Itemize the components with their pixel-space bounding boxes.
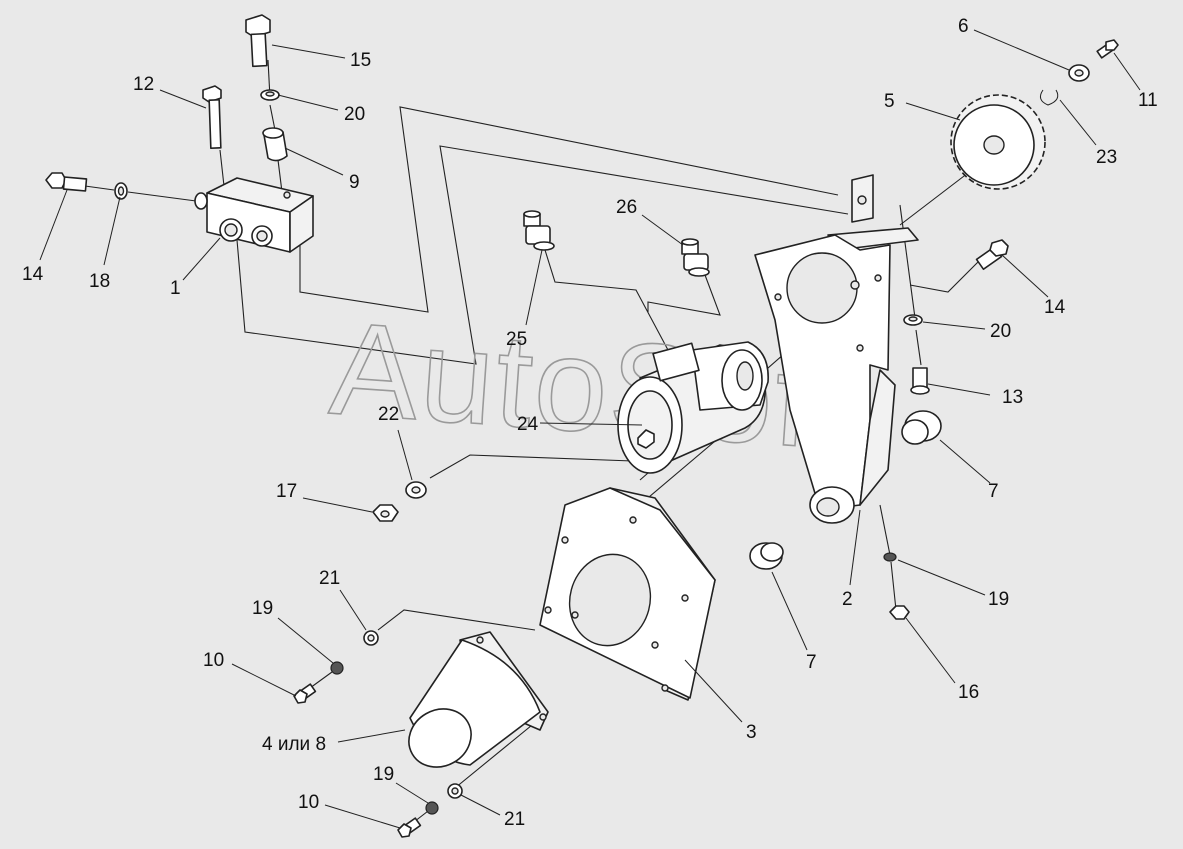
- part-20-washer-right: [903, 314, 923, 326]
- callout-5: 5: [884, 91, 895, 112]
- callout-24: 24: [517, 414, 539, 435]
- callout-7-right: 7: [988, 481, 999, 502]
- part-4-or-8-cover: [408, 631, 549, 768]
- callout-2: 2: [842, 589, 853, 610]
- part-15-bolt: [245, 14, 271, 68]
- callout-21-lower: 21: [504, 809, 525, 830]
- part-26-fitting: [681, 238, 710, 277]
- callout-6: 6: [958, 16, 969, 37]
- part-13-bolt: [910, 367, 930, 395]
- part-24-hydraulic-motor: [617, 341, 769, 474]
- part-16-nut: [889, 605, 910, 620]
- callout-19-lower-left: 19: [373, 764, 394, 785]
- part-10-bolt-upper: [293, 683, 317, 704]
- part-18-washer: [114, 182, 128, 200]
- part-19-washer-left-upper: [330, 661, 344, 675]
- part-14-bolt-left: [45, 172, 88, 192]
- callout-15: 15: [350, 50, 371, 71]
- callout-17: 17: [276, 481, 297, 502]
- part-23-retaining-ring: [1039, 89, 1059, 106]
- callout-4-or-8: 4 или 8: [262, 734, 326, 755]
- part-14-bolt-right: [975, 239, 1009, 271]
- callout-19-upper-left: 19: [252, 598, 273, 619]
- part-5-gear: [950, 94, 1046, 190]
- callout-26: 26: [616, 197, 637, 218]
- callout-14-left: 14: [22, 264, 44, 285]
- part-1-valve-block: [194, 177, 314, 253]
- callout-7-lower: 7: [806, 652, 817, 673]
- callout-20-top: 20: [344, 104, 365, 125]
- callout-21-upper: 21: [319, 568, 340, 589]
- callout-23: 23: [1096, 147, 1117, 168]
- part-22-washer: [405, 481, 427, 499]
- callout-1: 1: [170, 278, 181, 299]
- callout-22: 22: [378, 404, 399, 425]
- callout-19-right: 19: [988, 589, 1009, 610]
- part-17-nut: [372, 504, 399, 522]
- callout-25: 25: [506, 329, 527, 350]
- part-25-fitting: [523, 210, 555, 251]
- callout-9: 9: [349, 172, 360, 193]
- part-21-washer-upper: [363, 630, 379, 646]
- part-12-bolt: [202, 85, 222, 149]
- part-21-washer-lower: [447, 783, 463, 799]
- part-2-bracket: [754, 174, 919, 524]
- part-3-mounting-plate: [539, 487, 716, 701]
- callout-10-lower: 10: [298, 792, 319, 813]
- callout-labels: 15 20 9 12 14 18 1 6 11 23 5 14 20 13 7 …: [22, 16, 1158, 830]
- callout-13: 13: [1002, 387, 1023, 408]
- callout-18: 18: [89, 271, 110, 292]
- part-19-washer-right: [883, 552, 897, 562]
- callout-3: 3: [746, 722, 757, 743]
- part-10-bolt-lower: [397, 817, 422, 838]
- callout-12: 12: [133, 74, 154, 95]
- callout-11: 11: [1138, 90, 1158, 111]
- part-20-washer-top: [260, 89, 280, 101]
- callout-10-upper: 10: [203, 650, 224, 671]
- part-9-bushing: [262, 127, 288, 162]
- callout-20-right: 20: [990, 321, 1011, 342]
- part-7-bushing-lower: [749, 542, 784, 570]
- callout-leaders: [39, 29, 1141, 829]
- callout-14-right: 14: [1044, 297, 1066, 318]
- part-7-bushing-upper: [901, 410, 942, 445]
- callout-16: 16: [958, 682, 979, 703]
- part-11-bolt: [1096, 39, 1119, 59]
- part-6-washer: [1068, 64, 1090, 82]
- part-19-washer-left-lower: [425, 801, 439, 815]
